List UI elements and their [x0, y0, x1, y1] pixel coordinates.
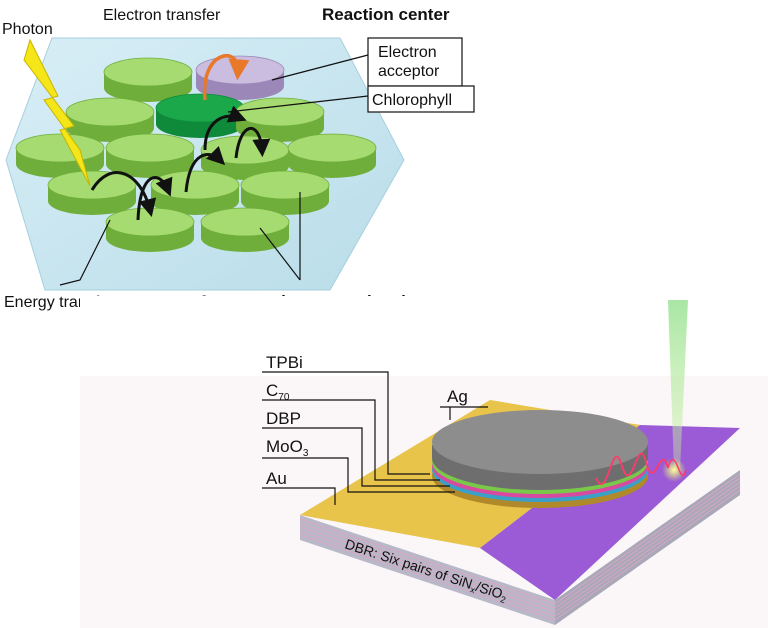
- electron-acceptor-label-line1: Electron: [378, 44, 437, 61]
- electron-transfer-arrow: [202, 54, 250, 101]
- electron-acceptor-disk: [195, 55, 285, 100]
- pigment-disk: [240, 170, 330, 215]
- emission-wave: [595, 452, 669, 486]
- au-label: Au: [266, 469, 287, 488]
- excitation-spot-icon: [662, 458, 686, 482]
- pigment-disk: [200, 207, 290, 252]
- device-callout-lines: [262, 371, 488, 505]
- pigment-disk: [105, 133, 195, 178]
- callout-lines: [59, 54, 369, 286]
- photon-bolt-icon: [23, 38, 91, 187]
- electron-acceptor-box: [367, 37, 463, 87]
- pigment-disk: [105, 207, 195, 252]
- tpbi-label: TPBi: [266, 353, 303, 372]
- ag-label: Ag: [447, 387, 468, 406]
- electron-acceptor-label-line2: acceptor: [378, 63, 440, 80]
- chlorophyll-disk: [155, 93, 245, 138]
- c70-label: C70: [266, 381, 290, 403]
- laser-beam: [668, 300, 688, 470]
- ag-top: [432, 410, 648, 474]
- layer-disk-stack: [432, 410, 648, 508]
- pigment-disk: [47, 170, 137, 215]
- dbr-stack: [299, 470, 741, 625]
- moo3-label: MoO3: [266, 437, 309, 459]
- photosynthesis-panel: Photon Electron transfer Reaction center…: [2, 5, 475, 311]
- chlorophyll-label: Chlorophyll: [372, 92, 452, 109]
- device-panel: TPBi C70 DBP MoO3 Au Ag DBR: Six pairs o…: [80, 296, 768, 628]
- chlorophyll-box: [367, 85, 475, 113]
- electron-transfer-label: Electron transfer: [103, 7, 221, 24]
- pigment-disk: [150, 170, 240, 215]
- energy-transfer-arrows: [90, 105, 271, 221]
- photon-label: Photon: [2, 21, 53, 38]
- reaction-center-label: Reaction center: [322, 5, 450, 24]
- pigment-disk: [287, 133, 377, 178]
- pigment-disk: [103, 57, 193, 102]
- pigment-disk: [65, 97, 155, 142]
- dbp-label: DBP: [266, 409, 301, 428]
